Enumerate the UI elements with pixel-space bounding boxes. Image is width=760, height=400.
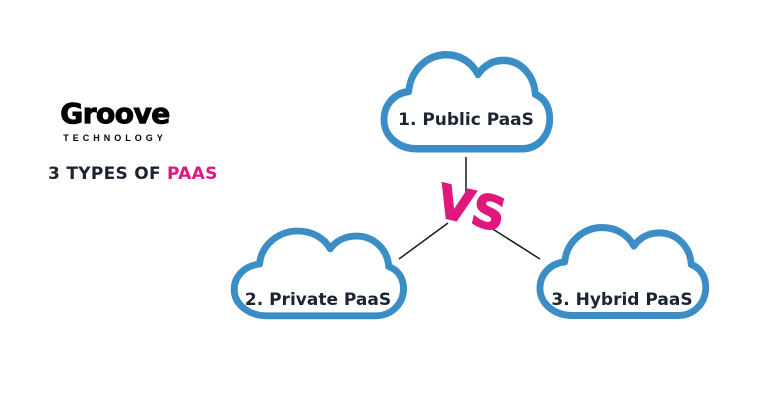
cloud-private-paas: 2. Private PaaS <box>222 214 414 326</box>
cloud-label-private: 2. Private PaaS <box>244 290 392 310</box>
title-prefix: 3 TYPES OF <box>48 164 161 184</box>
cloud-label-hybrid: 3. Hybrid PaaS <box>551 290 693 310</box>
groove-logo: Groove <box>60 97 171 131</box>
connector-left <box>398 222 449 260</box>
connector-right <box>487 225 541 260</box>
brand-block: Groove TECHNOLOGY <box>46 97 184 144</box>
title-highlight: PAAS <box>166 164 218 184</box>
cloud-public-paas: 1. Public PaaS <box>372 36 560 160</box>
cloud-shape-icon <box>230 227 408 320</box>
groove-logo-subtext: TECHNOLOGY <box>63 133 167 143</box>
cloud-shape-icon <box>536 224 710 319</box>
cloud-label-public: 1. Public PaaS <box>398 110 534 130</box>
cloud-hybrid-paas: 3. Hybrid PaaS <box>528 210 716 326</box>
cloud-shape-icon <box>380 51 554 153</box>
